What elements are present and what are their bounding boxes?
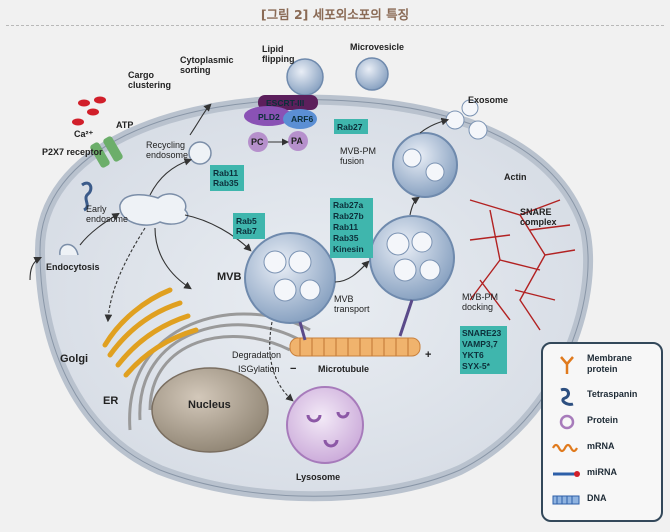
protein-icon xyxy=(559,414,575,430)
exosomes xyxy=(445,99,488,140)
tetraspanin-icon xyxy=(560,387,574,406)
rab5-rab7-box xyxy=(233,213,265,239)
label-microvesicle: Microvesicle xyxy=(350,42,404,52)
label-nucleus: Nucleus xyxy=(188,399,231,411)
microvesicle xyxy=(355,57,389,91)
label-plus-end: + xyxy=(425,349,431,361)
lysosome xyxy=(286,386,364,464)
pa-lipid xyxy=(288,131,308,151)
mirna-icon xyxy=(553,471,580,477)
snare-proteins-box xyxy=(460,326,507,374)
label-actin: Actin xyxy=(504,172,527,182)
legend-label: mRNA xyxy=(587,441,615,451)
label-golgi: Golgi xyxy=(60,353,88,365)
label-pa: PA xyxy=(291,136,303,146)
label-er: ER xyxy=(103,395,118,407)
label-degradation: Degradation xyxy=(232,350,281,360)
label-atp: ATP xyxy=(116,120,133,130)
lipid-flipping-vesicle xyxy=(286,58,324,96)
label-isgylation: ISGylation xyxy=(238,364,280,374)
legend-label: Tetraspanin xyxy=(587,389,638,399)
mvb-fusion xyxy=(392,132,458,198)
label-mvb: MVB xyxy=(217,271,242,283)
dna-icon xyxy=(552,495,580,505)
early-endosome xyxy=(119,193,189,226)
rab27-text: Rab27 xyxy=(337,122,363,132)
membrane-protein-icon xyxy=(560,356,574,374)
label-lysosome: Lysosome xyxy=(296,472,340,482)
recycling-endosome xyxy=(188,141,212,165)
mrna-icon xyxy=(552,443,578,453)
legend-label: DNA xyxy=(587,493,607,503)
mvb-docking xyxy=(369,215,455,301)
figure-title: [그림 2] 세포외소포의 특징 xyxy=(260,7,410,22)
label-calcium: Ca²⁺ xyxy=(74,129,94,139)
actin-network xyxy=(469,199,576,331)
rab11-rab35-box xyxy=(210,165,244,191)
label-microtubule: Microtubule xyxy=(318,364,369,374)
label-endocytosis: Endocytosis xyxy=(46,262,100,272)
calcium-ions xyxy=(72,96,106,126)
label-minus-end: − xyxy=(290,363,296,375)
tetraspanin-icon-cell xyxy=(81,181,93,212)
label-pld2: PLD2 xyxy=(258,112,280,122)
arf6 xyxy=(283,109,317,129)
title-divider xyxy=(6,25,664,26)
label-exosome: Exosome xyxy=(468,95,508,105)
pld2 xyxy=(244,106,292,126)
pc-lipid xyxy=(248,132,268,152)
mvb xyxy=(244,232,336,324)
label-arf6: ARF6 xyxy=(291,114,313,124)
microtubule xyxy=(289,337,421,357)
legend-label: miRNA xyxy=(587,467,618,477)
label-escrt-iii: ESCRT-III xyxy=(266,98,304,108)
rab27-box: Rab27 xyxy=(334,119,368,134)
endocytosis-pit xyxy=(59,243,79,256)
p2x7-receptor xyxy=(90,142,110,168)
nucleus xyxy=(151,367,269,453)
label-p2x7-receptor: P2X7 receptor xyxy=(42,147,103,157)
rab27ab-box xyxy=(330,198,373,258)
legend-label: Protein xyxy=(587,415,619,425)
golgi-apparatus xyxy=(102,287,199,378)
label-pc: PC xyxy=(251,137,264,147)
